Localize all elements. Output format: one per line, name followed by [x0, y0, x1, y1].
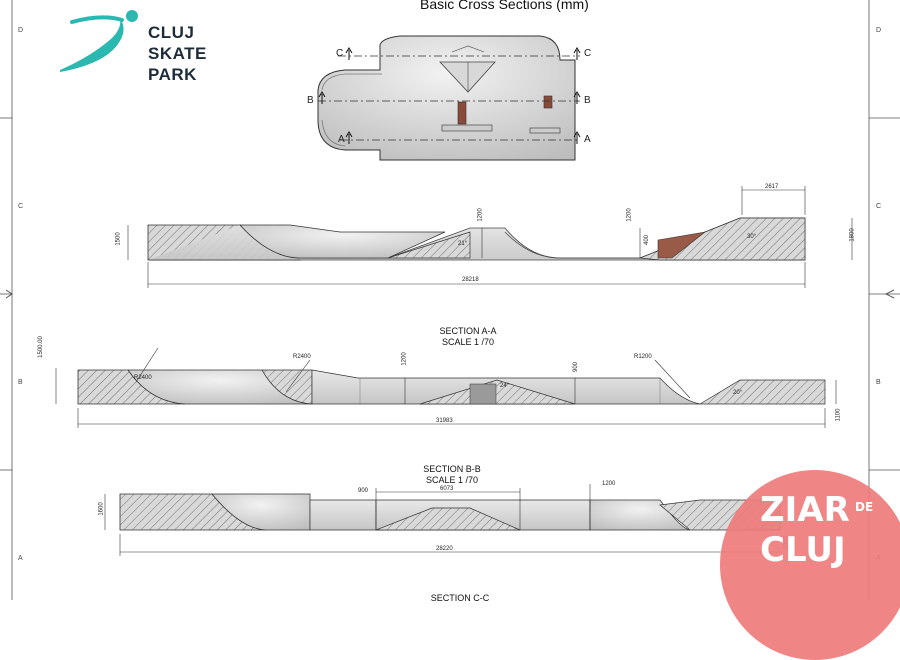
saa-r3: R1200 — [634, 354, 652, 360]
plan-marker-b-left: B — [307, 95, 314, 106]
saa-angle2: 20° — [733, 390, 743, 396]
section-bb-title: SECTION B-B — [423, 464, 481, 474]
border-letter-left-b: B — [18, 379, 23, 386]
plan-marker-a-right: A — [584, 134, 591, 145]
sheet-border — [11, 0, 870, 600]
ziar-de-cluj-watermark: ZIAR DE CLUJ — [720, 470, 900, 660]
border-letter-left-d: D — [18, 27, 24, 34]
border-letter-right-d: D — [876, 27, 882, 34]
s1-angle2: 30° — [747, 234, 757, 240]
section-bb-scale: SCALE 1 /70 — [425, 475, 479, 485]
sbb-pyramid-dim: 6073 — [440, 486, 454, 492]
border-letter-left-c: C — [18, 203, 24, 210]
sbb-rise1: 900 — [358, 488, 369, 494]
section-cc-title: SECTION C-C — [430, 593, 490, 603]
section-aa-scale: SCALE 1 /70 — [441, 337, 495, 347]
plan-marker-a-left: A — [338, 134, 345, 145]
sbb-length-dim: 28220 — [436, 546, 453, 552]
cluj-skate-park-logo — [60, 10, 138, 72]
watermark-word-cluj: CLUJ — [760, 530, 846, 570]
sbb-rise2: 1200 — [602, 481, 616, 487]
sheet-title: Basic Cross Sections (mm) — [420, 0, 589, 12]
plan-view — [317, 35, 581, 161]
saa-rise1: 1200 — [401, 352, 408, 366]
saa-r1: R2400 — [134, 375, 152, 381]
s1-height-right-dim: 1800 — [849, 228, 856, 242]
s1-top-right-dim: 2617 — [765, 184, 779, 190]
plan-marker-c-right: C — [584, 48, 592, 59]
logo-wordmark: CLUJ SKATE PARK — [148, 22, 207, 85]
logo-line-3: PARK — [148, 65, 197, 84]
watermark-word-ziar: ZIAR — [760, 490, 850, 530]
drawing-sheet — [0, 0, 900, 600]
sbb-height-left-dim: 1600 — [98, 502, 105, 516]
section-aa-title: SECTION A-A — [439, 326, 497, 336]
border-letter-left-a: A — [18, 555, 23, 562]
logo-line-1: CLUJ — [148, 23, 195, 42]
saa-r2: R2400 — [293, 354, 311, 360]
logo-line-2: SKATE — [148, 44, 207, 63]
section-profile-1 — [127, 186, 853, 288]
s1-rise1-dim: 1200 — [477, 208, 484, 222]
saa-length-dim: 31983 — [436, 418, 453, 424]
border-letter-right-c: C — [876, 203, 882, 210]
border-letter-right-b: B — [876, 379, 881, 386]
saa-height-right-dim: 1100 — [835, 408, 842, 422]
watermark-word-de: DE — [855, 500, 874, 514]
s1-angle1: 21° — [458, 241, 468, 247]
section-bb-label: SECTION B-B SCALE 1 /70 — [392, 464, 512, 486]
saa-rise2: 900 — [573, 361, 580, 373]
saa-height-left-dim: 1500.00 — [37, 336, 44, 358]
plan-marker-b-right: B — [584, 95, 591, 106]
s1-length-dim: 28218 — [462, 277, 479, 283]
section-aa-label: SECTION A-A SCALE 1 /70 — [408, 326, 528, 348]
plan-marker-c-left: C — [336, 48, 344, 59]
s1-small-dim: 400 — [644, 234, 651, 246]
s1-height-left-dim: 1500 — [115, 232, 122, 246]
saa-angle1: 24° — [500, 383, 510, 389]
s1-rise2-dim: 1200 — [626, 208, 633, 222]
section-aa-profile — [55, 347, 837, 428]
section-bb-profile — [104, 484, 781, 556]
